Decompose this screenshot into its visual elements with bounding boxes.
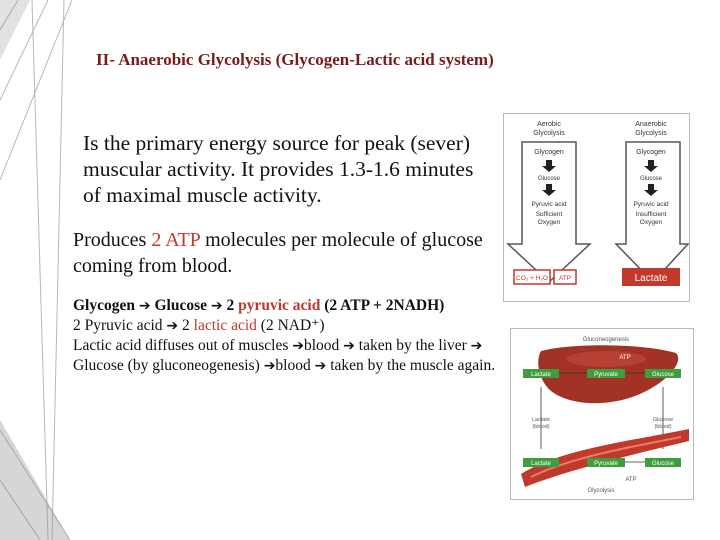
arrow-icon: ➔ <box>343 338 355 354</box>
anaerobic-header-2: Glycolysis <box>635 130 667 137</box>
gluconeogenesis-text: Glucose (by gluconeogenesis) <box>73 357 260 374</box>
lactic-term: lactic acid <box>193 317 257 334</box>
insufficient-2: Oxygen <box>640 219 663 226</box>
glucose-blood-1: Glucose <box>653 417 673 423</box>
arrow-icon: ➔ <box>138 298 151 314</box>
glucose-bottom: Glucose <box>652 461 675 467</box>
lactate-top: Lactate <box>531 372 551 378</box>
lactate-box <box>622 268 680 286</box>
lactate-top-box <box>523 369 559 378</box>
atp-nadh-term: (2 ATP + 2NADH) <box>324 297 445 314</box>
anaerobic-arrow-shape <box>614 141 690 284</box>
pyruvate-top: Pyruvate <box>594 372 618 378</box>
sufficient-1: Sufficient <box>536 211 563 218</box>
anaerobic-glycogen: Glycogen <box>636 149 666 156</box>
atp-label: ATP <box>559 275 571 282</box>
cori-cycle-diagram: Gluconeogenesis ATP Lactate Pyruvate Glu… <box>510 328 694 500</box>
pyruvic-term: pyruvic acid <box>238 297 321 314</box>
lactate-blood-1: Lactate <box>532 417 550 423</box>
diffuse-text: Lactic acid diffuses out of muscles <box>73 337 289 354</box>
pathway-line-2: 2 Pyruvic acid ➔ 2 lactic acid (2 NAD⁺) <box>73 316 498 336</box>
aerobic-glucose: Glucose <box>538 176 561 182</box>
glucose-term: Glucose <box>154 297 208 314</box>
liver-text: taken by the liver <box>358 337 467 354</box>
aerobic-arrow-shape <box>506 141 592 284</box>
nad-term: (2 NAD⁺) <box>260 317 325 334</box>
pathway-paragraph: Glycogen ➔ Glucose ➔ 2 pyruvic acid (2 A… <box>73 296 498 376</box>
glucose-blood-2: (blood) <box>654 424 671 430</box>
arrow-icon: ➔ <box>166 318 179 334</box>
lactate-blood-2: (blood) <box>532 424 549 430</box>
pyruvate-bottom: Pyruvate <box>594 461 618 467</box>
aerobic-header-1: Aerobic <box>537 121 561 128</box>
anaerobic-header-1: Anaerobic <box>635 121 667 128</box>
arrow-icon: ➔ <box>263 358 276 374</box>
arrow-icon: ➔ <box>292 338 304 354</box>
pyruvate-bottom-box <box>587 458 625 467</box>
gluconeogenesis-label: Gluconeogenesis <box>583 337 629 343</box>
glycogen-term: Glycogen <box>73 297 135 314</box>
arrow-icon: ➔ <box>210 298 223 314</box>
co2-label: CO₂ + H₂O <box>516 275 548 282</box>
co2-box <box>513 269 551 285</box>
aerobic-pyruvic: Pyruvic acid <box>531 201 566 208</box>
lactate-label: Lactate <box>635 273 668 284</box>
anaerobic-pyruvic: Pyruvic acid <box>633 201 668 208</box>
blood-text: blood <box>303 337 340 354</box>
atp-post: molecules per molecule of glucose coming… <box>73 229 483 277</box>
blood-text-2: blood <box>275 357 311 374</box>
atp-paragraph: Produces 2 ATP molecules per molecule of… <box>73 227 498 279</box>
two-term: 2 <box>226 297 235 314</box>
arrow-icon: ➔ <box>470 338 483 354</box>
glucose-top: Glucose <box>652 372 675 378</box>
atp-bottom-label: ATP <box>625 477 636 483</box>
lactate-bottom: Lactate <box>531 461 551 467</box>
pyruvate-top-box <box>587 369 625 378</box>
two-lactic: 2 <box>182 317 190 334</box>
insufficient-1: Insufficient <box>636 211 667 218</box>
pathway-line-1: Glycogen ➔ Glucose ➔ 2 pyruvic acid (2 A… <box>73 296 498 316</box>
slide-title: II- Anaerobic Glycolysis (Glycogen-Lacti… <box>96 50 494 69</box>
aerobic-glycogen: Glycogen <box>534 149 564 156</box>
glycolysis-comparison-diagram: Aerobic Glycolysis Anaerobic Glycolysis … <box>503 113 690 302</box>
anaerobic-glucose: Glucose <box>640 176 663 182</box>
pathway-line-3: Lactic acid diffuses out of muscles ➔blo… <box>73 336 498 376</box>
pyruvic-start: 2 Pyruvic acid <box>73 317 163 334</box>
muscle-text: taken by the muscle again. <box>330 357 496 374</box>
atp-pre: Produces <box>73 229 152 251</box>
atp-top-label: ATP <box>619 355 630 361</box>
intro-paragraph: Is the primary energy source for peak (s… <box>83 131 474 207</box>
atp-highlight: 2 ATP <box>151 229 201 251</box>
arrow-icon: ➔ <box>314 358 327 374</box>
atp-box <box>553 269 577 285</box>
glucose-top-box <box>645 369 681 378</box>
glucose-bottom-box <box>645 458 681 467</box>
lactate-bottom-box <box>523 458 559 467</box>
aerobic-header-2: Glycolysis <box>533 130 565 137</box>
sufficient-2: Oxygen <box>538 219 561 226</box>
glycolysis-label: Glycolysis <box>587 488 614 494</box>
